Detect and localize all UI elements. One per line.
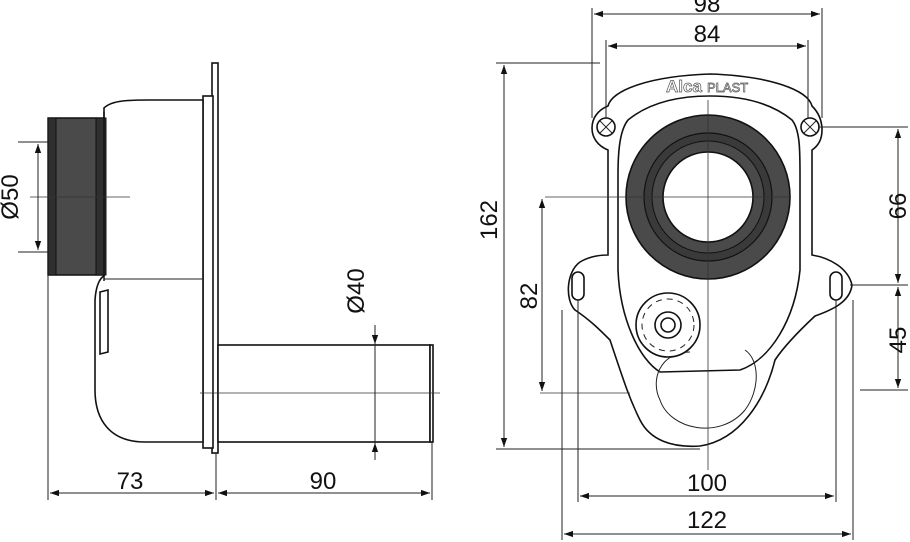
- dim-width-inner: 100: [687, 470, 727, 497]
- outlet-loop: [655, 349, 757, 429]
- slot-left: [571, 271, 585, 301]
- outlet-pipe: [217, 344, 431, 443]
- dim-height: 162: [476, 200, 503, 240]
- outlet-length-label: 90: [310, 468, 337, 495]
- dim-top-inner: 84: [694, 21, 721, 48]
- side-view: Ø50 Ø40 73 90: [0, 62, 440, 500]
- dim-center-drop: 82: [516, 283, 543, 310]
- mounting-flange: [202, 95, 214, 449]
- front-view: Alca PLAST 98 84 162 82 66 45: [476, 0, 910, 540]
- dim-right-upper: 66: [885, 193, 910, 220]
- brand-alca: Alca: [666, 77, 702, 96]
- brand-plast: PLAST: [707, 80, 748, 95]
- dim-width-outer: 122: [687, 507, 727, 534]
- dim-right-lower: 45: [885, 327, 910, 354]
- dim-top-outer: 98: [694, 0, 721, 18]
- clip-tab: [99, 288, 109, 356]
- outlet-diameter-label: Ø40: [343, 268, 370, 313]
- slot-right: [829, 271, 843, 301]
- body-depth-label: 73: [117, 468, 144, 495]
- valve-hex-icon: [660, 317, 676, 333]
- inlet-diameter-label: Ø50: [0, 174, 24, 219]
- siphon-body: [94, 99, 204, 443]
